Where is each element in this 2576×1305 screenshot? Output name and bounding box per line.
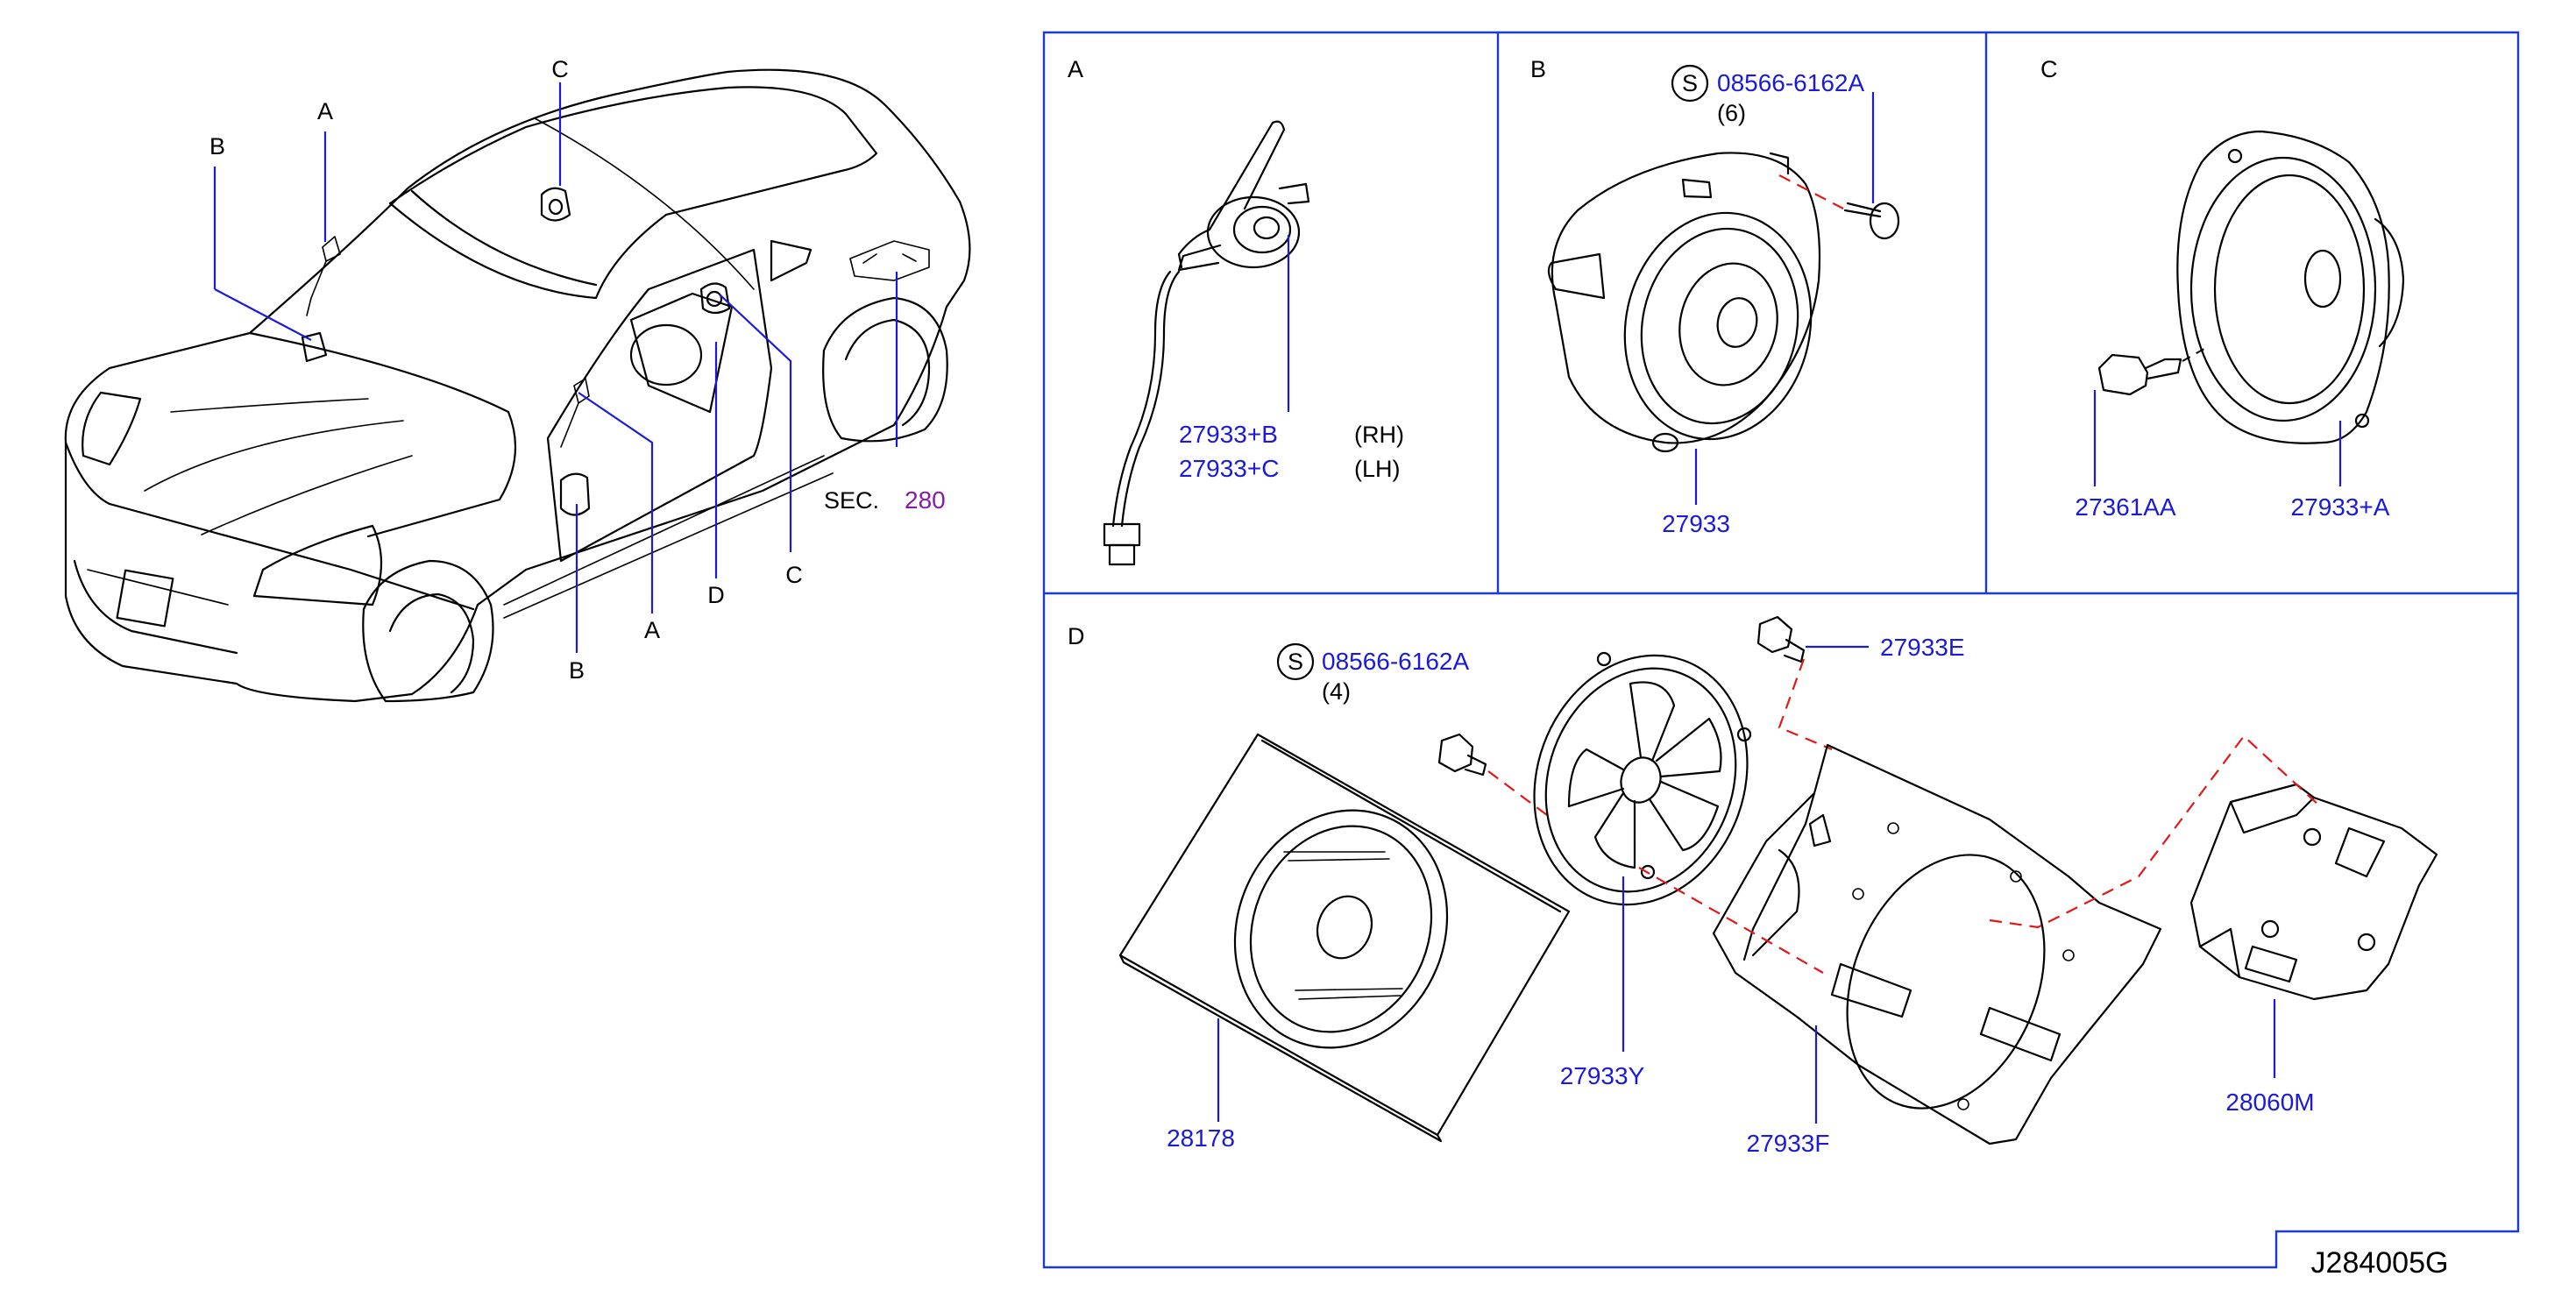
panel-c-speaker[interactable]: 27933+A: [2291, 493, 2390, 521]
diagram-code: J284005G: [2311, 1246, 2449, 1280]
panel-a-part-rh[interactable]: 27933+B: [1179, 421, 1278, 448]
sec-number-link[interactable]: 280: [905, 486, 946, 514]
panel-d-cover[interactable]: 28178: [1167, 1124, 1235, 1152]
detail-frame: [1042, 31, 2520, 1269]
panel-b-screw-symbol: S: [1682, 70, 1698, 96]
screw-symbol-icon: [1671, 64, 1709, 103]
panel-b-screw-number[interactable]: 08566-6162A: [1717, 69, 1864, 96]
panel-b: B S 08566-6162A (6) 27933: [1530, 56, 1900, 537]
callout-c-top: C: [551, 56, 569, 82]
car-overview: A B C C D A B SEC. 280: [64, 56, 971, 703]
panel-b-screw-qty: (6): [1717, 100, 1746, 126]
sec-prefix: SEC.: [824, 487, 879, 514]
panel-a-side-rh: (RH): [1354, 422, 1404, 448]
panel-d-title: D: [1068, 623, 1085, 649]
panel-c-title: C: [2040, 56, 2058, 82]
callout-b-top: B: [209, 133, 225, 160]
panel-d-speaker[interactable]: 27933Y: [1560, 1062, 1645, 1089]
panel-a-side-lh: (LH): [1354, 456, 1401, 482]
panel-d-amp[interactable]: 28060M: [2225, 1089, 2314, 1116]
panel-d-clip[interactable]: 27933E: [1880, 634, 1965, 661]
callout-a-top: A: [317, 98, 333, 124]
panel-a-title: A: [1068, 56, 1083, 82]
panel-b-title: B: [1530, 56, 1546, 82]
callout-c-right: C: [785, 562, 803, 588]
panel-d-screw-qty: (4): [1322, 678, 1351, 705]
screw-symbol-icon-d: [1276, 642, 1315, 681]
panel-d-screw-symbol: S: [1288, 649, 1303, 675]
panel-d-screw-number[interactable]: 08566-6162A: [1322, 648, 1469, 675]
panel-c-clip[interactable]: 27361AA: [2075, 493, 2176, 521]
panel-d: D S 08566-6162A (4) 28178 27933Y: [1068, 615, 2438, 1157]
callout-a-bottom: A: [644, 617, 660, 643]
panel-a-part-lh[interactable]: 27933+C: [1179, 455, 1279, 482]
panel-d-bracket[interactable]: 27933F: [1747, 1130, 1830, 1157]
panel-c: C 27361AA 27933+A: [2040, 56, 2405, 521]
callout-d: D: [707, 582, 725, 608]
panel-a: A 27933+B (RH) 27933+C (LH): [1068, 56, 1404, 566]
panel-b-speaker[interactable]: 27933: [1662, 510, 1730, 537]
callout-b-bottom: B: [569, 657, 585, 684]
